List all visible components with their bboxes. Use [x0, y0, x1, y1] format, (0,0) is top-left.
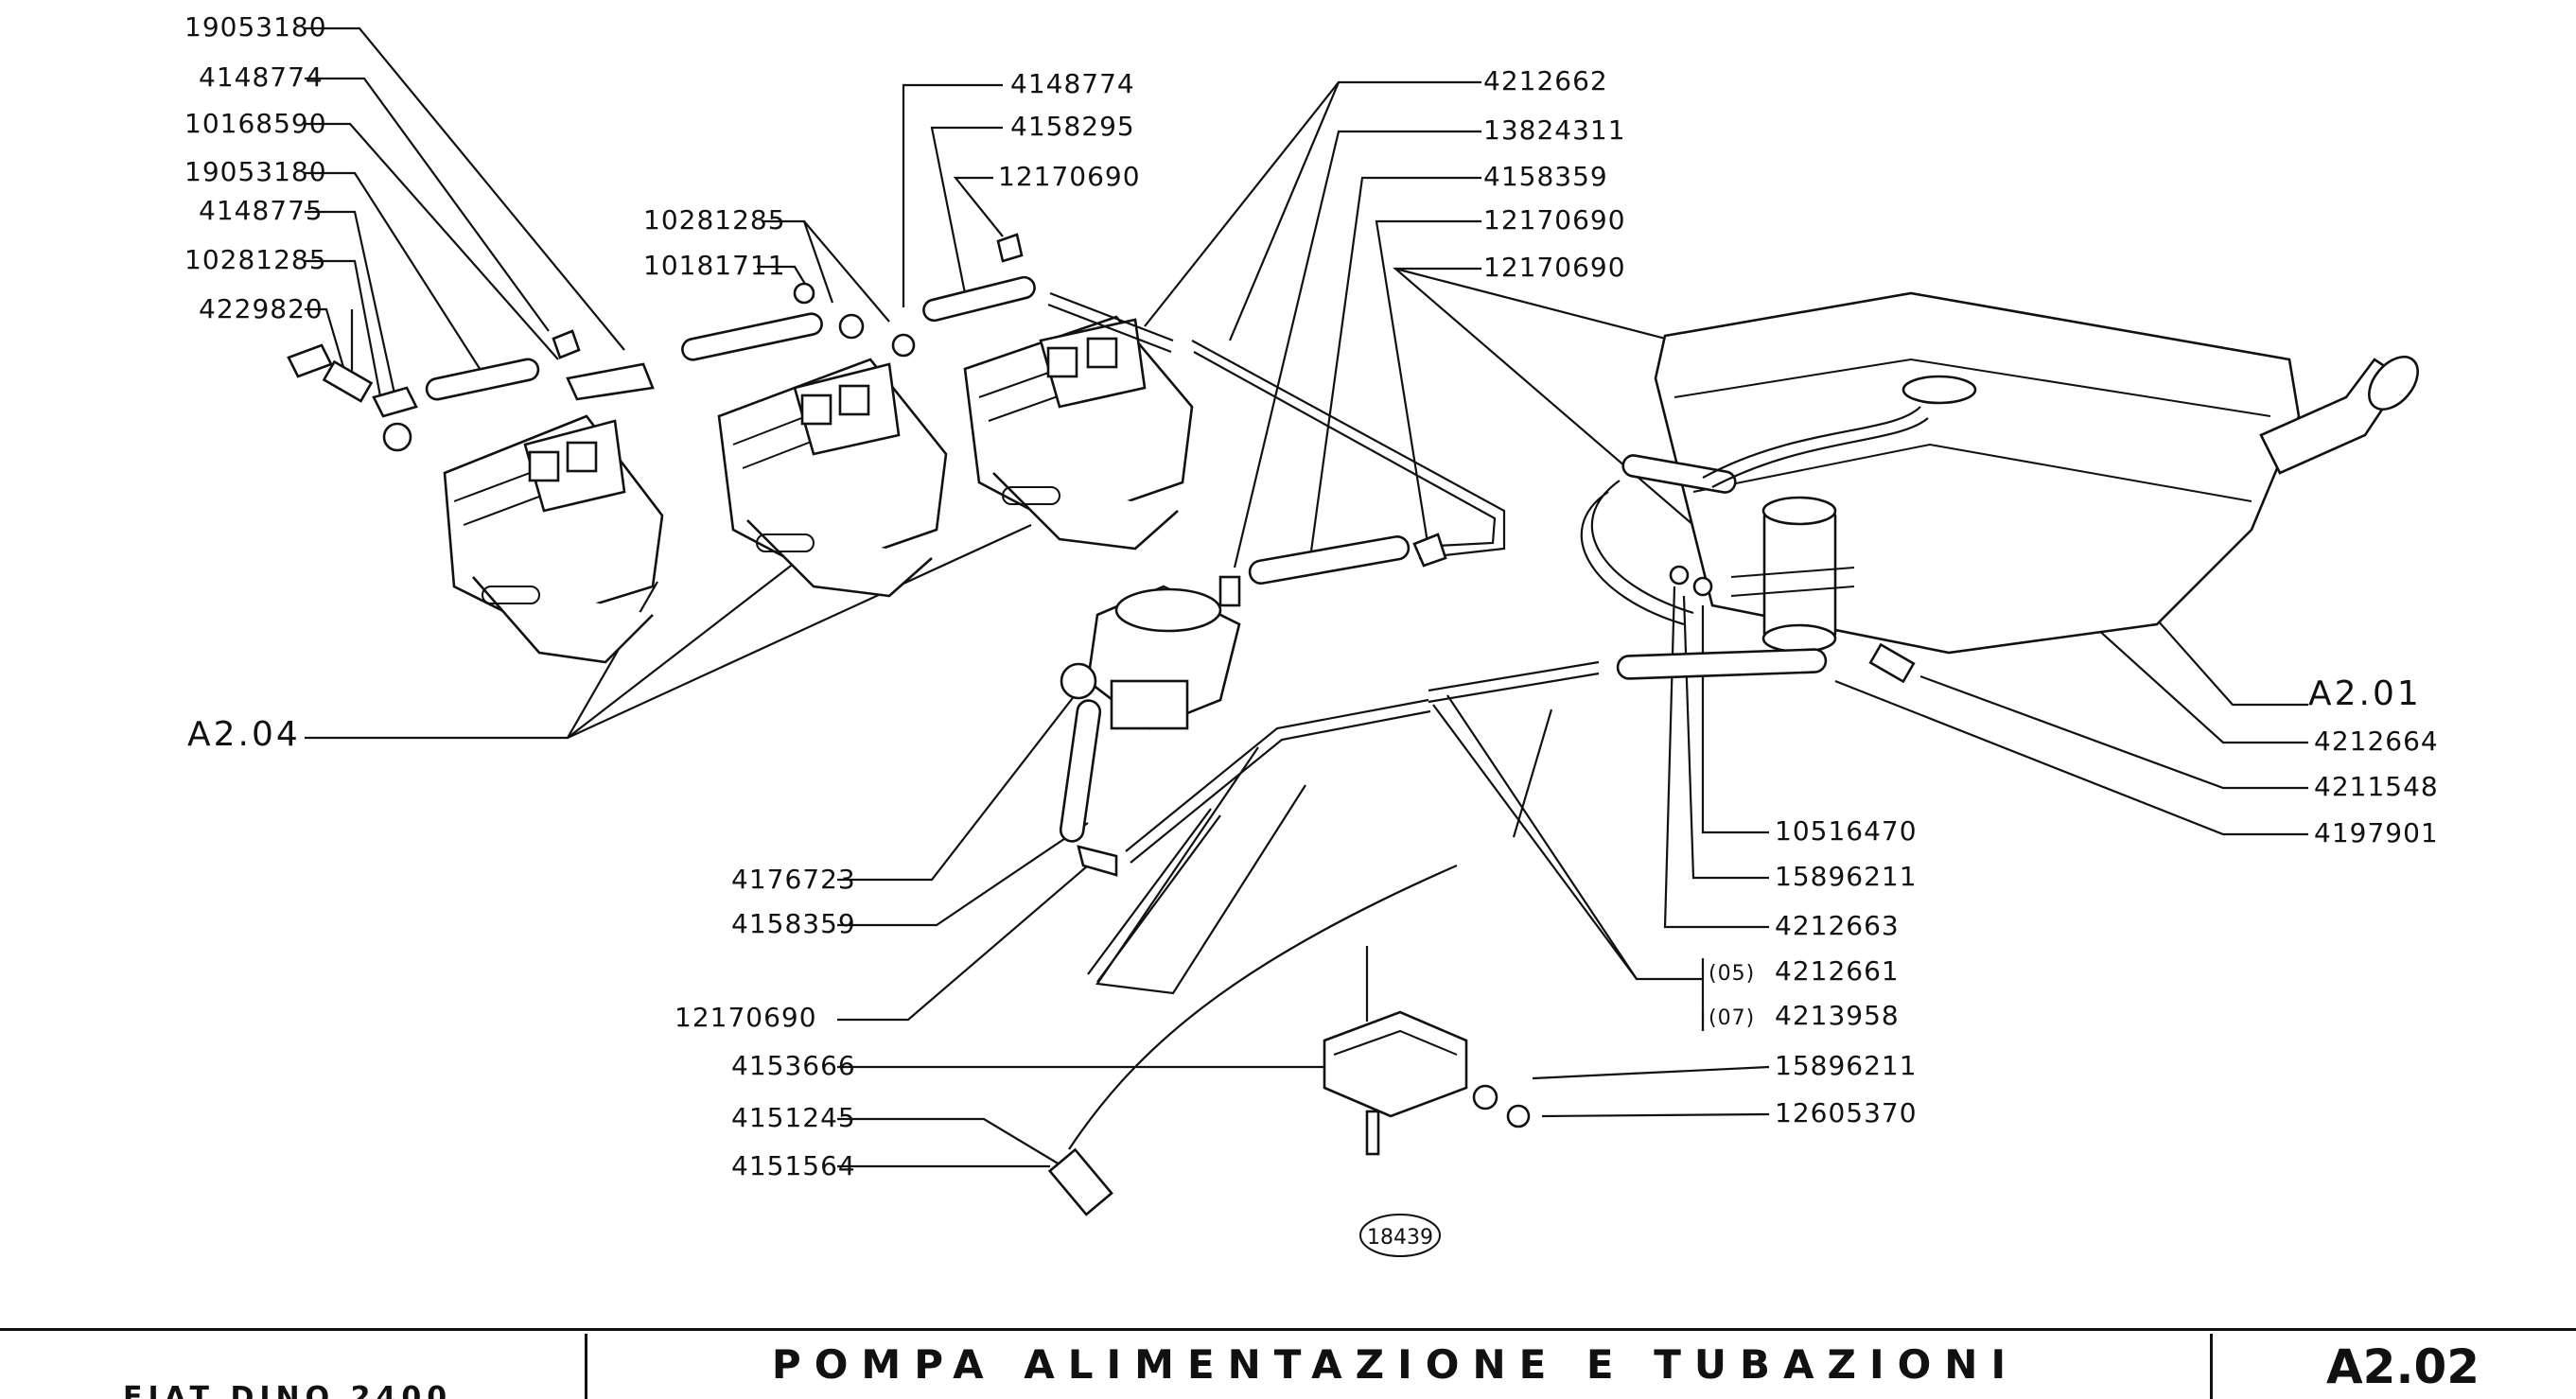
- footer-divider-right: [2210, 1334, 2213, 1399]
- callout-12605370: 12605370: [1775, 1097, 1918, 1128]
- fuel-filter: [1580, 406, 1929, 684]
- callout-4212662: 4212662: [1483, 65, 1608, 96]
- fuel-pipes: [1059, 660, 1600, 995]
- callout-19053180-b: 19053180: [184, 156, 327, 187]
- leader-lines: [305, 26, 2308, 1174]
- callout-4153666: 4153666: [731, 1050, 856, 1081]
- callout-10168590: 10168590: [184, 108, 327, 139]
- callout-10281285-b: 10281285: [643, 204, 786, 236]
- fuel-pump: [1060, 533, 1447, 730]
- top-callouts: 4148774 4158295 12170690 4212662 1382431…: [998, 65, 1626, 283]
- variant-05: (05): [1709, 962, 1755, 986]
- callout-10281285-a: 10281285: [184, 244, 327, 275]
- callout-4158359-b: 4158359: [731, 908, 856, 939]
- callout-4211548: 4211548: [2314, 771, 2439, 802]
- figure-number: 18439: [1359, 1214, 1441, 1257]
- sender-unit: [1047, 864, 1531, 1216]
- callout-4158359-a: 4158359: [1483, 161, 1608, 192]
- left-callouts: 19053180 4148774 10168590 19053180 41487…: [184, 11, 786, 754]
- callout-4176723: 4176723: [731, 864, 856, 895]
- callout-12170690-d: 12170690: [675, 1002, 817, 1033]
- callout-4197901: 4197901: [2314, 817, 2439, 848]
- callout-10181711: 10181711: [643, 250, 786, 281]
- callout-A2.04: A2.04: [187, 715, 301, 754]
- callout-4212661: 4212661: [1775, 955, 1900, 987]
- page-code: A2.02: [2325, 1339, 2480, 1394]
- callout-4229820: 4229820: [199, 293, 324, 324]
- bottom-left-callouts: 4176723 4158359 12170690 4153666 4151245…: [675, 864, 856, 1181]
- carburetor-3: [963, 315, 1194, 551]
- callout-4148774-b: 4148774: [1010, 68, 1135, 99]
- callout-4151245: 4151245: [731, 1102, 856, 1133]
- footer-divider-left: [585, 1334, 587, 1399]
- right-callouts: A2.01 4212664 4211548 4197901: [2308, 674, 2439, 848]
- page-title: POMPA ALIMENTAZIONE E TUBAZIONI: [771, 1341, 2020, 1388]
- carburetor-2: [717, 358, 948, 598]
- fuel-rail: [287, 233, 1506, 560]
- callout-4148775: 4148775: [199, 195, 324, 226]
- callout-10516470: 10516470: [1775, 815, 1918, 847]
- figure-number-text: 18439: [1367, 1226, 1433, 1250]
- callout-4148774-a: 4148774: [199, 61, 324, 93]
- callout-15896211-b: 15896211: [1775, 1050, 1918, 1081]
- callout-13824311: 13824311: [1483, 114, 1626, 146]
- bottom-right-callouts: 10516470 15896211 4212663 (05) 4212661 (…: [1709, 815, 1918, 1128]
- callout-19053180-a: 19053180: [184, 11, 327, 43]
- callout-12170690-c: 12170690: [1483, 252, 1626, 283]
- callout-4212664: 4212664: [2314, 726, 2439, 757]
- callout-12170690-b: 12170690: [1483, 204, 1626, 236]
- footer-rule: [0, 1328, 2576, 1331]
- callout-4151564: 4151564: [731, 1150, 856, 1181]
- callout-15896211-a: 15896211: [1775, 861, 1918, 892]
- callout-A2.01: A2.01: [2308, 674, 2422, 713]
- callout-12170690-a: 12170690: [998, 161, 1141, 192]
- carburetor-1: [443, 414, 664, 664]
- callout-4158295: 4158295: [1010, 111, 1135, 142]
- callout-4213958: 4213958: [1775, 1000, 1900, 1031]
- variant-07: (07): [1709, 1006, 1755, 1030]
- footer-model-text: FIAT DINO 2400: [123, 1381, 453, 1399]
- callout-4212663: 4212663: [1775, 910, 1900, 941]
